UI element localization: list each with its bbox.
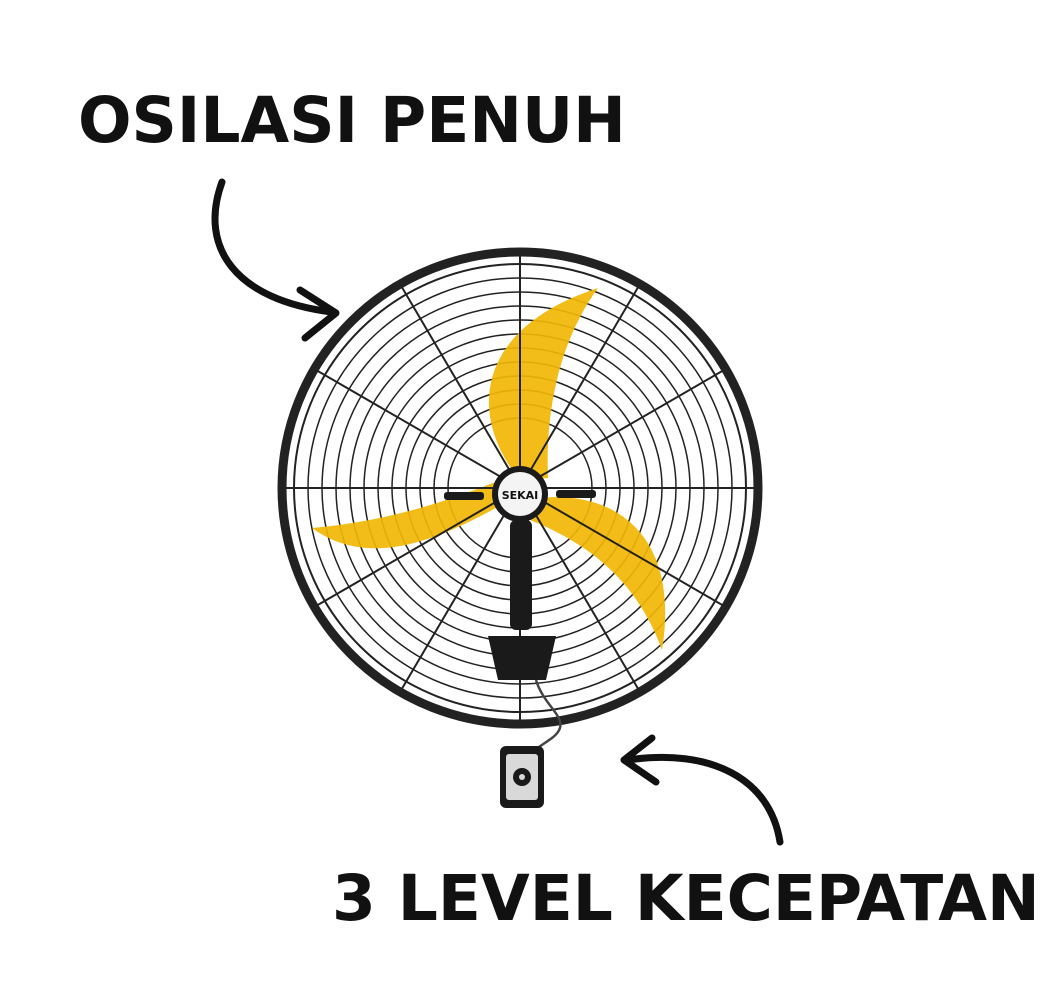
- arrow-head-bottom-icon: [620, 734, 660, 786]
- fan-illustration: SEKAI: [211, 178, 784, 846]
- speed-controller: [500, 746, 544, 808]
- motor-mount: [444, 490, 596, 680]
- feature-speed-label: 3 LEVEL KECEPATAN: [332, 862, 1040, 935]
- arrow-to-fan-icon: [211, 178, 336, 316]
- feature-oscillation-label: OSILASI PENUH: [78, 84, 626, 157]
- arrow-to-remote-icon: [624, 753, 784, 846]
- brand-logo: SEKAI: [502, 489, 539, 502]
- arrow-head-top-icon: [296, 286, 340, 342]
